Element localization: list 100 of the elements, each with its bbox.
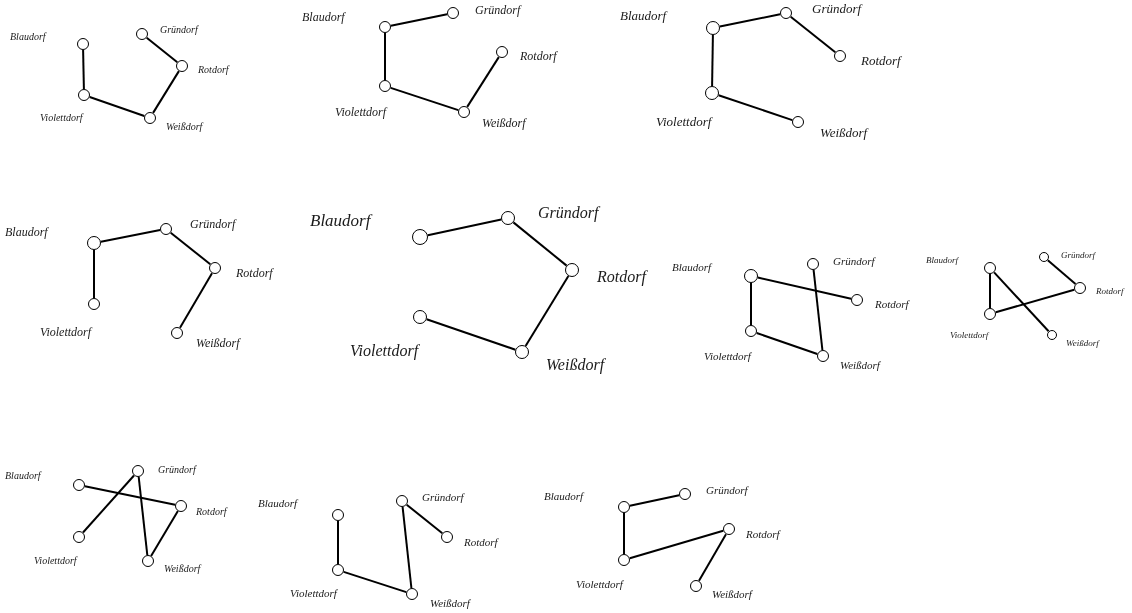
connecting-line	[137, 476, 149, 556]
place-label: Violettdorf	[576, 578, 623, 591]
vertex-circle	[176, 60, 188, 72]
vertex-circle	[690, 580, 702, 592]
vertex-circle	[332, 509, 344, 521]
connecting-line	[384, 32, 386, 81]
place-label: Rotdorf	[861, 54, 901, 69]
vertex-circle	[984, 262, 996, 274]
vertex-circle	[817, 350, 829, 362]
vertex-circle	[706, 21, 720, 35]
connecting-line	[524, 275, 570, 347]
vertex-circle	[73, 531, 85, 543]
vertex-circle	[412, 229, 428, 245]
place-label: Rotdorf	[597, 268, 646, 286]
vertex-circle	[792, 116, 804, 128]
place-label: Violettdorf	[950, 330, 989, 341]
place-label: Gründorf	[812, 2, 862, 17]
vertex-circle	[136, 28, 148, 40]
place-label: Weißdorf	[482, 116, 526, 130]
vertex-circle	[441, 531, 453, 543]
place-label: Gründorf	[160, 24, 198, 35]
vertex-circle	[379, 21, 391, 33]
connecting-line	[750, 282, 752, 326]
connecting-line	[389, 86, 460, 112]
place-label: Gründorf	[706, 484, 748, 497]
vertex-circle	[618, 501, 630, 513]
place-label: Weißdorf	[820, 126, 868, 141]
vertex-circle	[984, 308, 996, 320]
place-label: Rotdorf	[520, 49, 557, 63]
place-label: Gründorf	[1061, 250, 1095, 261]
connecting-line	[337, 520, 339, 565]
connecting-line	[812, 269, 824, 351]
place-label: Gründorf	[422, 491, 464, 504]
vertex-circle	[705, 86, 719, 100]
vertex-circle	[745, 325, 757, 337]
vertex-circle	[679, 488, 691, 500]
vertex-circle	[87, 236, 101, 250]
vertex-circle	[1074, 282, 1086, 294]
connecting-line	[342, 570, 408, 594]
place-label: Weißdorf	[1066, 338, 1099, 349]
vertex-circle	[406, 588, 418, 600]
vertex-circle	[88, 298, 100, 310]
place-label: Weißdorf	[166, 121, 203, 132]
place-label: Violettdorf	[34, 555, 77, 566]
vertex-circle	[515, 345, 529, 359]
connecting-line	[82, 474, 135, 534]
vertex-circle	[618, 554, 630, 566]
connecting-line	[717, 94, 794, 122]
vertex-circle	[132, 465, 144, 477]
connecting-line	[405, 503, 444, 535]
place-label: Blaudorf	[620, 9, 667, 24]
place-label: Blaudorf	[926, 255, 958, 266]
connecting-line	[99, 229, 162, 243]
vertex-circle	[413, 310, 427, 324]
place-label: Blaudorf	[5, 225, 48, 239]
connecting-line	[628, 529, 725, 560]
place-label: Gründorf	[538, 204, 599, 222]
vertex-circle	[144, 112, 156, 124]
connecting-line	[466, 56, 500, 108]
place-label: Violettdorf	[350, 342, 419, 360]
place-label: Gründorf	[475, 3, 521, 17]
vertex-circle	[332, 564, 344, 576]
place-label: Rotdorf	[198, 64, 229, 75]
place-label: Weißdorf	[840, 359, 880, 372]
place-label: Violettdorf	[704, 350, 751, 363]
vertex-circle	[723, 523, 735, 535]
connecting-line	[994, 288, 1076, 314]
connecting-line	[623, 512, 625, 555]
place-label: Violettdorf	[335, 105, 387, 119]
vertex-circle	[458, 106, 470, 118]
place-label: Gründorf	[190, 217, 236, 231]
connecting-line	[93, 249, 95, 299]
place-label: Gründorf	[158, 464, 196, 475]
vertex-circle	[396, 495, 408, 507]
vertex-circle	[565, 263, 579, 277]
connecting-line	[145, 36, 179, 64]
place-label: Gründorf	[833, 255, 875, 268]
place-label: Weißdorf	[712, 588, 752, 601]
vertex-circle	[77, 38, 89, 50]
vertex-circle	[209, 262, 221, 274]
vertex-circle	[744, 269, 758, 283]
place-label: Violettdorf	[290, 587, 337, 600]
connecting-line	[628, 494, 681, 507]
vertex-circle	[171, 327, 183, 339]
place-label: Blaudorf	[258, 497, 298, 510]
connecting-line	[512, 221, 568, 267]
place-label: Blaudorf	[544, 490, 584, 503]
connecting-line	[150, 510, 179, 557]
connecting-line	[1046, 259, 1077, 286]
connecting-line	[789, 15, 837, 54]
place-label: Rotdorf	[875, 298, 909, 311]
connecting-line	[711, 34, 714, 87]
connecting-line	[179, 272, 213, 329]
place-label: Rotdorf	[746, 528, 780, 541]
place-label: Blaudorf	[302, 10, 345, 24]
vertex-circle	[851, 294, 863, 306]
vertex-circle	[496, 46, 508, 58]
place-label: Violettdorf	[40, 325, 92, 339]
place-label: Blaudorf	[5, 470, 41, 481]
connecting-line	[389, 13, 449, 27]
